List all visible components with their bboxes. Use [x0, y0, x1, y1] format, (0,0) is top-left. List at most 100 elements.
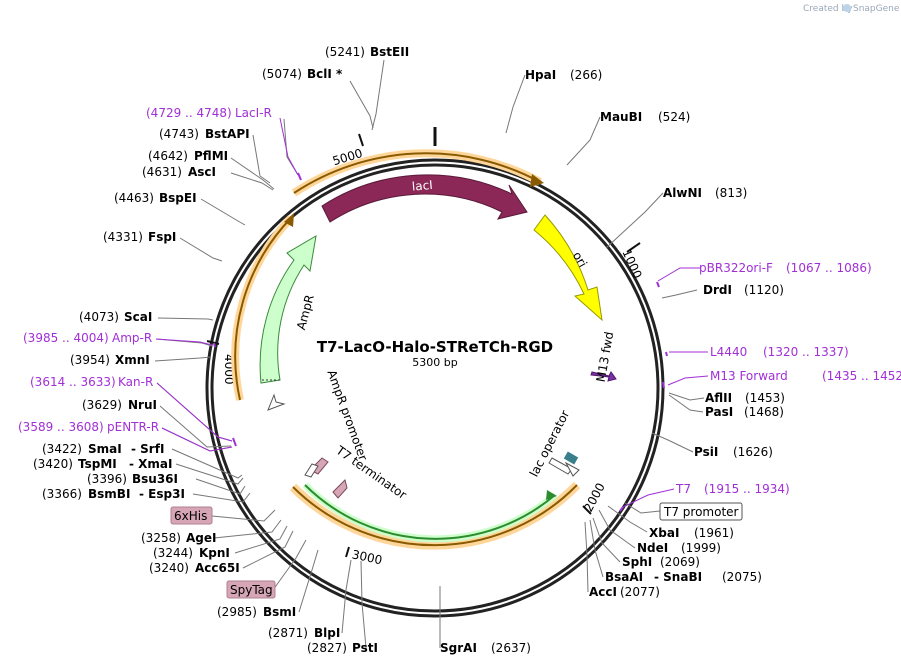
- feature-box-t7-promoter: T7 promoter: [659, 502, 743, 521]
- svg-text:TspMI: TspMI: [78, 457, 117, 471]
- svg-text:(3396): (3396): [87, 472, 127, 486]
- svg-text:(2827): (2827): [307, 641, 347, 655]
- site-laci-r: (4729 .. 4748) LacI-R: [146, 106, 272, 120]
- svg-text:NruI: NruI: [128, 398, 157, 412]
- site-hpai: HpaI (266): [525, 68, 602, 82]
- svg-text:SpyTag: SpyTag: [230, 583, 273, 597]
- site-bsaai: BsaAI - SnaBI (2075): [605, 570, 762, 584]
- ruler-label-2000: 2000: [581, 481, 608, 515]
- svg-text:M13 Forward: M13 Forward: [710, 369, 788, 383]
- svg-text:ScaI: ScaI: [124, 310, 152, 324]
- svg-text:(3422): (3422): [42, 442, 82, 456]
- svg-text:(1120): (1120): [744, 283, 784, 297]
- svg-text:(5074): (5074): [262, 67, 302, 81]
- svg-text:(2075): (2075): [722, 570, 762, 584]
- svg-text:(1999): (1999): [681, 541, 721, 555]
- svg-text:XmnI: XmnI: [115, 353, 150, 367]
- site-asci: (4631) AscI: [142, 165, 216, 179]
- svg-text:NdeI: NdeI: [637, 541, 668, 555]
- svg-text:(524): (524): [658, 110, 690, 124]
- svg-text:AflII: AflII: [705, 391, 732, 405]
- site-l4440: L4440 (1320 .. 1337): [710, 345, 849, 359]
- svg-text:- SrfI: - SrfI: [131, 442, 164, 456]
- svg-text:(3244): (3244): [153, 546, 193, 560]
- svg-text:(2871): (2871): [268, 626, 308, 640]
- site-bsmbi: (3366) BsmBI - Esp3I: [42, 487, 185, 501]
- svg-text:FspI: FspI: [148, 230, 176, 244]
- svg-text:6xHis: 6xHis: [174, 509, 207, 523]
- site-agei: (3258) AgeI: [141, 531, 216, 545]
- site-xmni: (3954) XmnI: [70, 353, 150, 367]
- svg-text:pENTR-R: pENTR-R: [107, 420, 159, 434]
- svg-text:(2637): (2637): [491, 641, 531, 655]
- site-m13-forward: M13 Forward (1435 .. 1452): [710, 369, 901, 383]
- orange-arc-top: [291, 149, 544, 197]
- svg-text:pBR322ori-F: pBR322ori-F: [699, 261, 773, 275]
- svg-text:(3366): (3366): [42, 487, 82, 501]
- site-kpni: (3244) KpnI: [153, 546, 230, 560]
- leader-lines: [154, 59, 709, 649]
- svg-text:HpaI: HpaI: [525, 68, 556, 82]
- site-pentr-r: (3589 .. 3608) pENTR-R: [18, 420, 159, 434]
- t7-terminator-label: T7 terminator: [333, 443, 410, 502]
- site-psii: PsiI (1626): [694, 445, 773, 459]
- site-drdi: DrdI (1120): [703, 283, 784, 297]
- site-scai: (4073) ScaI: [79, 310, 152, 324]
- site-bsmi: (2985) BsmI: [217, 605, 296, 619]
- svg-text:SphI: SphI: [622, 555, 652, 569]
- svg-text:BlpI: BlpI: [314, 626, 340, 640]
- lac-operator-arrow: [548, 451, 580, 477]
- site-kan-r: (3614 .. 3633) Kan-R: [30, 375, 153, 389]
- orange-arc-left: [231, 213, 294, 401]
- svg-text:(1626): (1626): [733, 445, 773, 459]
- site-ndei: NdeI (1999): [637, 541, 721, 555]
- svg-text:BsmI: BsmI: [263, 605, 296, 619]
- svg-text:(4631): (4631): [142, 165, 182, 179]
- laci-label: lacI: [411, 178, 433, 194]
- site-maubi: MauBI (524): [600, 110, 690, 124]
- site-amp-r: (3985 .. 4004) Amp-R: [23, 331, 152, 345]
- svg-text:AscI: AscI: [188, 165, 216, 179]
- site-t7: T7 (1915 .. 1934): [675, 482, 790, 496]
- ampr-promoter-arrow: [267, 393, 286, 411]
- svg-text:(4331): (4331): [103, 230, 143, 244]
- plasmid-name: T7-LacO-Halo-STReTCh-RGD: [317, 338, 553, 356]
- svg-text:(3954): (3954): [70, 353, 110, 367]
- svg-text:- XmaI: - XmaI: [129, 457, 172, 471]
- ori-feature-arrow: [533, 214, 603, 322]
- svg-text:Bsu36I: Bsu36I: [132, 472, 178, 486]
- svg-text:(3589 .. 3608): (3589 .. 3608): [18, 420, 104, 434]
- feature-box-6xhis: 6xHis: [170, 506, 213, 525]
- site-fspi: (4331) FspI: [103, 230, 176, 244]
- svg-text:(3629): (3629): [82, 398, 122, 412]
- svg-text:AlwNI: AlwNI: [663, 186, 702, 200]
- svg-text:PflMI: PflMI: [194, 149, 228, 163]
- site-xbai: XbaI (1961): [649, 526, 734, 540]
- svg-text:AccI: AccI: [589, 585, 617, 599]
- svg-text:(3240): (3240): [149, 561, 189, 575]
- svg-text:BstEII: BstEII: [370, 45, 409, 59]
- svg-text:T7: T7: [675, 482, 691, 496]
- svg-text:(4729 .. 4748): (4729 .. 4748): [146, 106, 232, 120]
- svg-text:- SnaBI: - SnaBI: [654, 570, 702, 584]
- primer-ticks: [213, 172, 668, 512]
- svg-text:(1320 .. 1337): (1320 .. 1337): [763, 345, 849, 359]
- svg-text:BstAPI: BstAPI: [205, 127, 250, 141]
- svg-text:(1915 .. 1934): (1915 .. 1934): [704, 482, 790, 496]
- ori-label: ori: [570, 249, 590, 270]
- site-bstapi: (4743) BstAPI: [159, 127, 250, 141]
- green-arc-bottom: [302, 482, 558, 543]
- svg-text:(813): (813): [715, 186, 747, 200]
- site-pasi: PasI (1468): [705, 405, 784, 419]
- site-acci: AccI (2077): [589, 585, 660, 599]
- site-bsteii: (5241) BstEII: [325, 45, 409, 59]
- m13-fwd-arrow: [590, 371, 617, 382]
- svg-text:(3420): (3420): [33, 457, 73, 471]
- feature-box-spytag: SpyTag: [226, 580, 276, 599]
- svg-text:L4440: L4440: [710, 345, 747, 359]
- svg-text:KpnI: KpnI: [199, 546, 230, 560]
- site-bsu36i: (3396) Bsu36I: [87, 472, 178, 486]
- svg-text:(4642): (4642): [148, 149, 188, 163]
- svg-text:(2077): (2077): [620, 585, 660, 599]
- site-alwni: AlwNI (813): [663, 186, 747, 200]
